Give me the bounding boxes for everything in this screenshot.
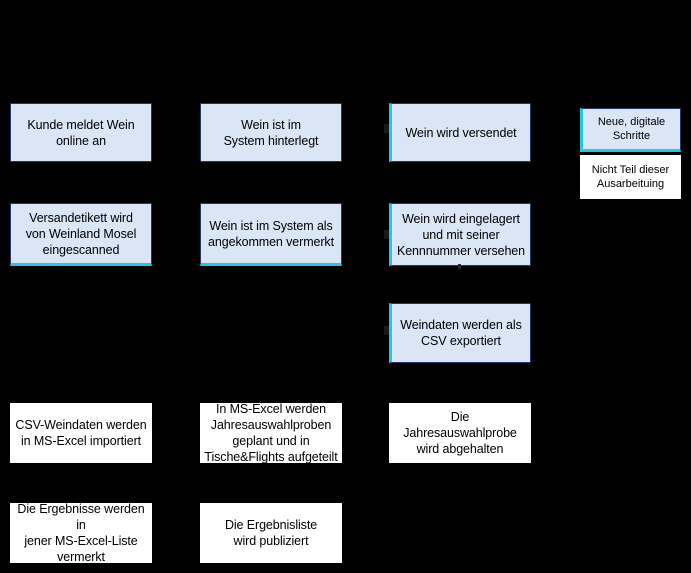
legend-item-nicht-teil-dieser-ausarbeitung: Nicht Teil dieser Ausarbeituing — [580, 155, 681, 199]
legend-item-label: Nicht Teil dieser Ausarbeituing — [591, 164, 670, 190]
node-label: CSV-Weindaten werden in MS-Excel importi… — [15, 418, 147, 448]
node-label: Wein wird eingelagert und mit seiner Ken… — [396, 211, 526, 258]
node-label: Die Ergebnisse werden in jener MS-Excel-… — [17, 502, 145, 564]
node-weindaten-csv-exportiert[interactable]: Weindaten werden als CSV exportiert — [389, 303, 531, 363]
node-jahresauswahlproben-geplant[interactable]: In MS-Excel werden Jahresauswahlproben g… — [200, 402, 342, 464]
connector-tick-below-r2c3 — [458, 264, 461, 269]
node-label: Wein ist im System als angekommen vermer… — [208, 218, 334, 249]
connector-arrow-in-r3c3 — [384, 326, 389, 335]
legend-item-label: Neue, digitale Schritte — [597, 116, 666, 142]
node-ergebnisliste-publiziert[interactable]: Die Ergebnisliste wird publiziert — [200, 503, 342, 563]
node-label: Die Ergebnisliste wird publiziert — [224, 518, 318, 548]
node-label: Kunde meldet Wein online an — [27, 117, 135, 148]
node-wein-eingelagert-kennnummer[interactable]: Wein wird eingelagert und mit seiner Ken… — [389, 203, 531, 266]
node-wein-ist-im-system-hinterlegt[interactable]: Wein ist im System hinterlegt — [200, 103, 342, 162]
node-label: Wein ist im System hinterlegt — [223, 117, 319, 148]
legend-item-neue-digitale-schritte: Neue, digitale Schritte — [580, 108, 681, 152]
node-kunde-meldet-wein-online-an[interactable]: Kunde meldet Wein online an — [10, 103, 152, 162]
node-wein-wird-versendet[interactable]: Wein wird versendet — [389, 103, 531, 162]
node-label: In MS-Excel werden Jahresauswahlproben g… — [204, 402, 338, 464]
node-wein-angekommen-vermerkt[interactable]: Wein ist im System als angekommen vermer… — [200, 203, 342, 266]
node-label: Versandetikett wird von Weinland Mosel e… — [25, 210, 137, 257]
node-label: Weindaten werden als CSV exportiert — [400, 318, 522, 348]
node-csv-weindaten-importiert[interactable]: CSV-Weindaten werden in MS-Excel importi… — [10, 403, 152, 463]
connector-arrow-in-r1c3 — [384, 124, 389, 133]
node-label: Die Jahresauswahlprobe wird abgehalten — [403, 410, 517, 456]
node-label: Wein wird versendet — [405, 125, 517, 140]
node-ergebnisse-vermerkt[interactable]: Die Ergebnisse werden in jener MS-Excel-… — [10, 502, 152, 564]
node-jahresauswahlprobe-abgehalten[interactable]: Die Jahresauswahlprobe wird abgehalten — [389, 403, 531, 463]
connector-arrow-in-r2c3 — [384, 230, 389, 239]
node-versandetikett-eingescanned[interactable]: Versandetikett wird von Weinland Mosel e… — [10, 203, 152, 266]
